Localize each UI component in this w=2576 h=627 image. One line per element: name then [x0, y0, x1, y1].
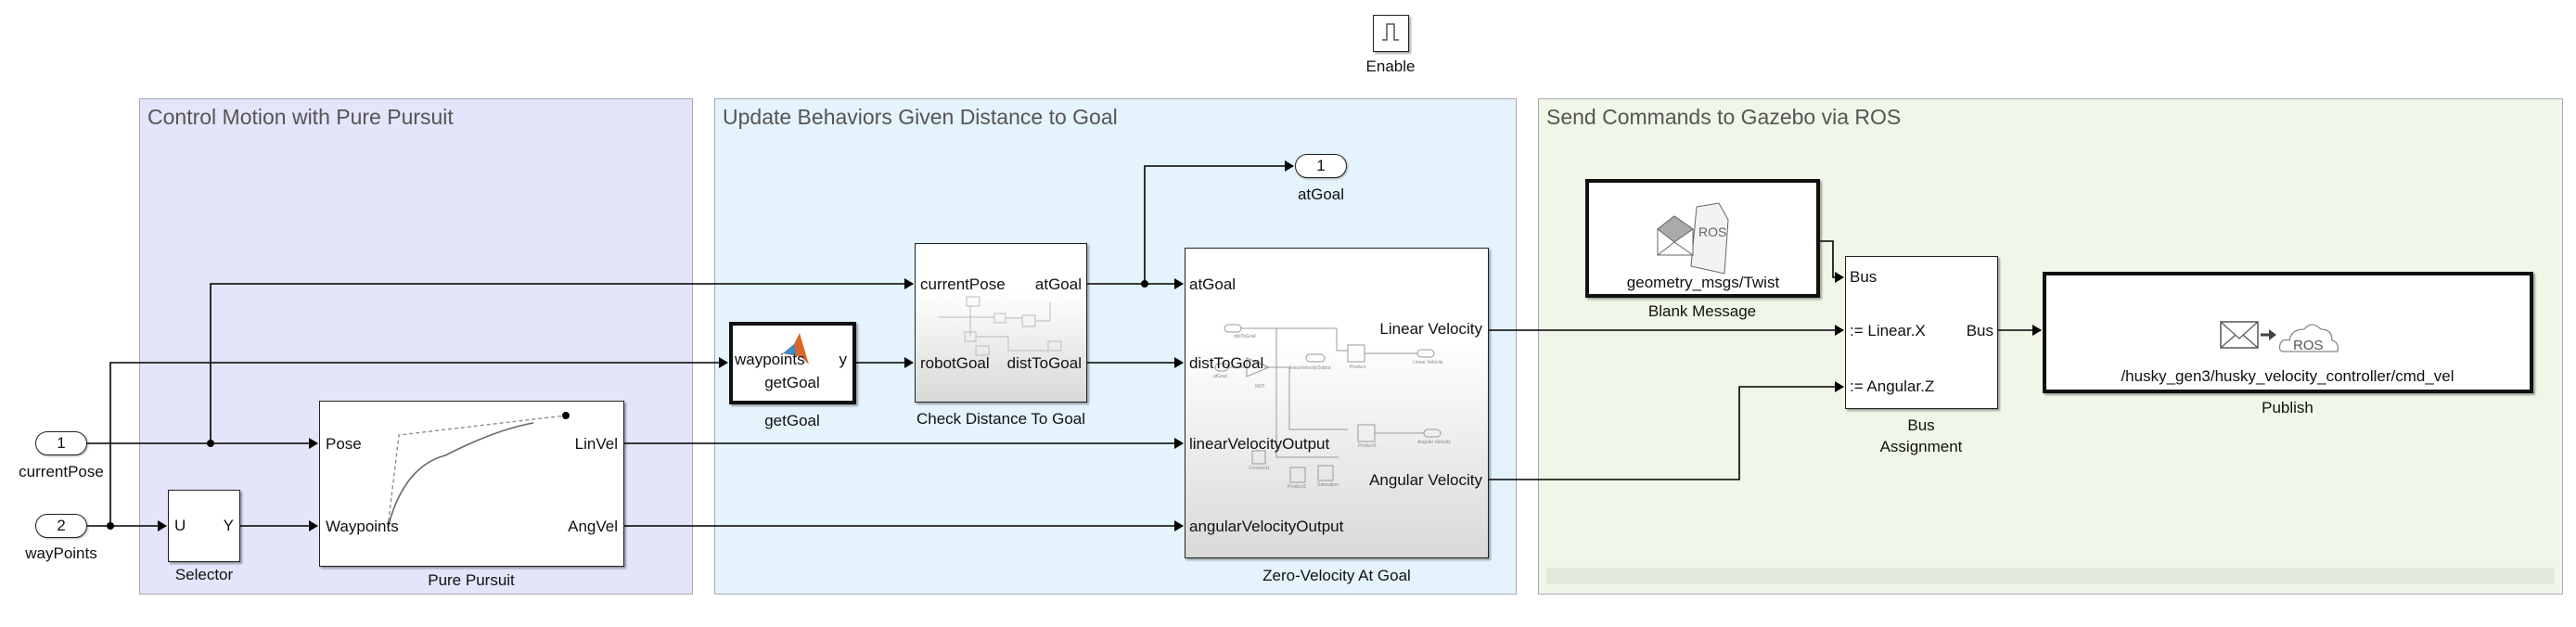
inner-label: linearVelocityOutput: [1289, 365, 1331, 371]
pure-pursuit-label: Pure Pursuit: [428, 571, 515, 589]
zero-velocity-block[interactable]: distToGoal atGoal NOT linearVelocityOutp…: [1185, 248, 1489, 558]
port-label: robotGoal: [920, 354, 990, 372]
inner-label: Linear Velocity: [1413, 360, 1443, 365]
area-scroll-bar: [1546, 568, 2555, 584]
port-label: linearVelocityOutput: [1189, 435, 1330, 453]
inner-label: NOT: [1255, 384, 1265, 390]
port-label: distToGoal: [1006, 354, 1082, 372]
getgoal-label: getGoal: [764, 412, 820, 429]
port-label: Angular Velocity: [1369, 471, 1482, 489]
bus-assignment-label: Assignment: [1879, 438, 1963, 455]
enable-block[interactable]: [1373, 15, 1409, 52]
port-label: y: [839, 351, 848, 368]
area-title: Control Motion with Pure Pursuit: [147, 105, 454, 129]
outport-label: atGoal: [1297, 186, 1345, 203]
port-label: currentPose: [920, 275, 1006, 293]
subsystem-preview-icon: [939, 296, 1062, 356]
getgoal-inner-label: getGoal: [764, 374, 820, 391]
line-currentpose-to-check: [210, 278, 914, 443]
port-label: Waypoints: [326, 518, 399, 535]
port-label: Y: [223, 517, 234, 534]
subsystem-preview-icon: [1214, 324, 1442, 483]
port-label: U: [174, 517, 186, 534]
inner-label: Saturation: [1317, 482, 1339, 488]
selector-label: Selector: [174, 566, 234, 583]
inner-label: Product: [1350, 365, 1366, 370]
selector-block[interactable]: U Y: [168, 490, 240, 562]
area-title: Update Behaviors Given Distance to Goal: [723, 105, 1118, 129]
inport-currentpose[interactable]: 1: [35, 431, 87, 455]
bus-assignment-block[interactable]: Bus := Linear.X := Angular.Z Bus: [1845, 256, 1998, 409]
inport-label: currentPose: [19, 463, 104, 480]
line-angular-velocity: [1489, 381, 1844, 480]
port-label: atGoal: [1034, 275, 1082, 293]
line-waypoints-to-getgoal: [109, 357, 728, 526]
port-label: := Linear.X: [1850, 322, 1926, 339]
port-label: LinVel: [574, 435, 618, 453]
inner-label: Product1: [1358, 443, 1378, 449]
blank-message-label: Blank Message: [1647, 302, 1757, 320]
ros-icon-text: ROS: [1698, 224, 1726, 239]
topic-label: /husky_gen3/husky_velocity_controller/cm…: [2121, 367, 2454, 385]
area-title: Send Commands to Gazebo via ROS: [1546, 105, 1902, 129]
inner-label: Angular Velocity: [1417, 440, 1451, 445]
port-label: Bus: [1850, 268, 1878, 286]
port-label: atGoal: [1189, 275, 1237, 293]
branch-point: [107, 522, 114, 530]
matlab-logo-icon: [783, 333, 809, 365]
check-distance-label: Check Distance To Goal: [916, 410, 1086, 428]
enable-label: Enable: [1365, 58, 1416, 75]
branch-point: [1141, 280, 1148, 288]
inner-label: Product2: [1288, 484, 1307, 490]
line-atgoal-outport: [1144, 160, 1294, 284]
publish-label: Publish: [2262, 399, 2313, 416]
port-label: := Angular.Z: [1850, 377, 1935, 395]
inner-label: distToGoal: [1234, 334, 1256, 339]
publish-block[interactable]: ROS /husky_gen3/husky_velocity_controlle…: [2043, 272, 2533, 393]
outport-atgoal[interactable]: 1: [1295, 154, 1347, 178]
pure-pursuit-icon: [387, 412, 570, 529]
ros-publish-icon: ROS: [2220, 321, 2339, 353]
port-label: waypoints: [735, 351, 805, 368]
port-label: distToGoal: [1189, 354, 1264, 372]
getgoal-block[interactable]: waypoints y getGoal: [729, 322, 856, 404]
branch-point: [207, 440, 214, 447]
bus-assignment-label: Bus: [1907, 416, 1935, 434]
message-type-label: geometry_msgs/Twist: [1626, 274, 1780, 291]
check-distance-block[interactable]: currentPose robotGoal atGoal distToGoal: [915, 243, 1087, 403]
port-label: Pose: [326, 435, 362, 453]
inport-waypoints[interactable]: 2: [35, 514, 87, 538]
pure-pursuit-block[interactable]: Pose Waypoints LinVel AngVel: [319, 401, 624, 567]
ros-message-icon: ROS: [1657, 202, 1729, 275]
zero-velocity-label: Zero-Velocity At Goal: [1262, 567, 1411, 584]
port-label: Bus: [1966, 322, 1993, 339]
inner-label: Constant1: [1249, 466, 1270, 471]
inport-label: wayPoints: [25, 544, 97, 562]
port-label: AngVel: [568, 518, 618, 535]
inner-label: atGoal: [1213, 374, 1227, 379]
line-blank-message: [1820, 240, 1844, 283]
port-label: Linear Velocity: [1379, 320, 1482, 338]
pulse-icon: [1382, 23, 1399, 41]
blank-message-block[interactable]: ROS geometry_msgs/Twist: [1585, 179, 1820, 298]
port-label: angularVelocityOutput: [1189, 518, 1344, 535]
ros-icon-text: ROS: [2293, 338, 2324, 353]
